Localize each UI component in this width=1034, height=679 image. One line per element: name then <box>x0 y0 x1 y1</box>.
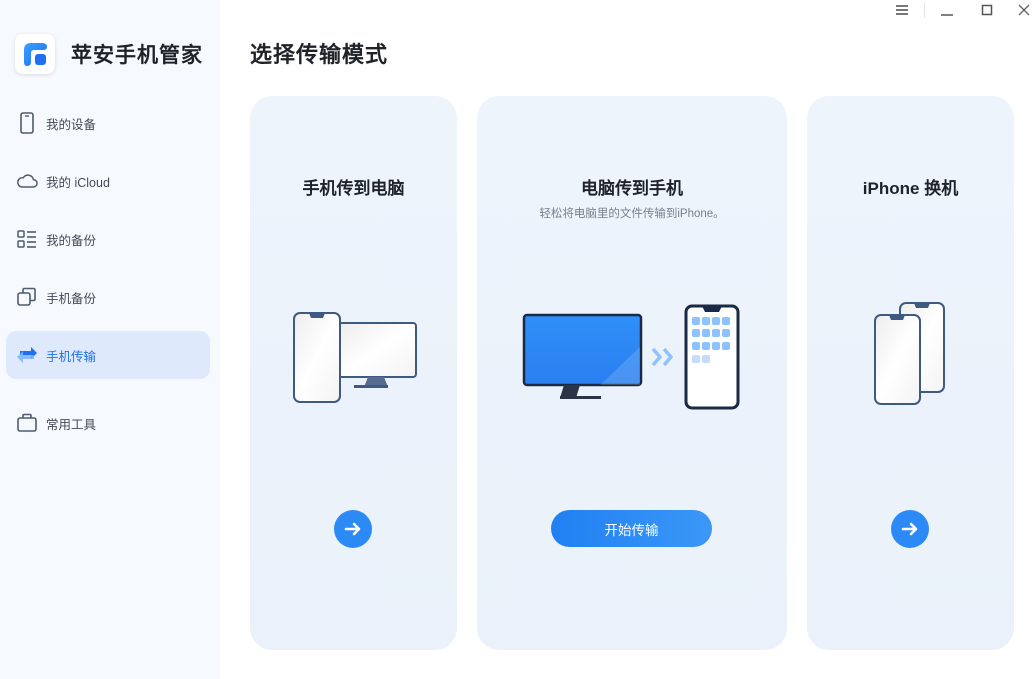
cloud-icon <box>16 170 38 192</box>
phone-icon <box>16 112 38 134</box>
iphone-switch-illustration <box>874 302 945 405</box>
toolbox-icon <box>16 412 38 434</box>
sidebar-item-label: 我的 iCloud <box>46 175 110 190</box>
titlebar-divider <box>924 2 925 18</box>
sidebar-item-phone-transfer[interactable]: 手机传输 <box>6 331 210 379</box>
card-description: 轻松将电脑里的文件传输到iPhone。 <box>539 208 725 220</box>
card-title: 电脑传到手机 <box>581 179 683 198</box>
computer-to-phone-illustration <box>522 304 740 410</box>
sidebar: 苹安手机管家 我的设备 我的 iCloud 我的备份 手机备份 手机传输 <box>0 0 220 679</box>
sidebar-item-label: 手机传输 <box>46 349 97 364</box>
phone-to-pc-go-button[interactable] <box>334 510 372 548</box>
maximize-icon[interactable] <box>975 0 999 20</box>
sidebar-item-label: 我的备份 <box>46 233 97 248</box>
phone-to-computer-illustration <box>293 312 417 403</box>
minimize-icon[interactable] <box>935 0 959 20</box>
list-icon <box>16 228 38 250</box>
arrow-right-icon <box>901 522 918 536</box>
page-title: 选择传输模式 <box>250 42 389 67</box>
sidebar-item-my-icloud[interactable]: 我的 iCloud <box>6 157 210 205</box>
app-name: 苹安手机管家 <box>71 44 203 67</box>
card-title: 手机传到电脑 <box>302 179 405 198</box>
sidebar-item-label: 手机备份 <box>46 291 97 306</box>
brand: 苹安手机管家 <box>15 34 203 74</box>
sidebar-item-label: 我的设备 <box>46 117 97 132</box>
card-title: iPhone 换机 <box>862 179 959 198</box>
copy-icon <box>16 286 38 308</box>
start-transfer-button[interactable]: 开始传输 <box>551 510 712 547</box>
app-logo-icon <box>15 34 55 74</box>
iphone-switch-go-button[interactable] <box>891 510 929 548</box>
arrow-right-icon <box>344 522 361 536</box>
sidebar-item-my-device[interactable]: 我的设备 <box>6 99 210 147</box>
sidebar-item-common-tools[interactable]: 常用工具 <box>6 399 210 447</box>
transfer-arrows-icon <box>16 344 38 366</box>
sidebar-item-phone-backup[interactable]: 手机备份 <box>6 273 210 321</box>
close-icon[interactable] <box>1012 0 1034 20</box>
sidebar-item-my-backup[interactable]: 我的备份 <box>6 215 210 263</box>
hamburger-menu-icon[interactable] <box>890 0 914 20</box>
sidebar-item-label: 常用工具 <box>46 417 97 432</box>
